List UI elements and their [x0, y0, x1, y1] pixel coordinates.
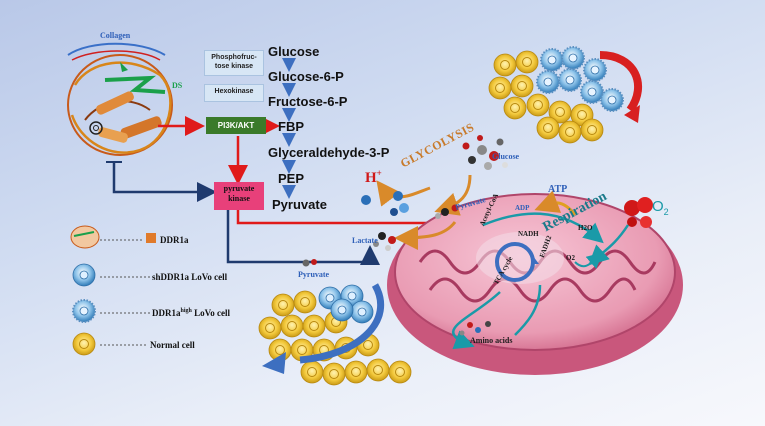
lactate-molecule-icon — [373, 232, 396, 251]
o2-small-label: O2 — [566, 254, 575, 262]
pyruvate-label-bottom: Pyruvate — [298, 270, 330, 279]
legend-normal-cell-label: Normal cell — [150, 340, 195, 350]
normal-cell-icon — [488, 76, 512, 100]
glucose-molecule-icon — [462, 135, 508, 170]
amino-acids-molecule-icon — [459, 321, 491, 336]
normal-cell-icon — [258, 316, 282, 340]
tumor-cell-icon — [536, 70, 560, 94]
pathway-step: Pyruvate — [272, 197, 327, 212]
legend-ddr1a-protein-icon — [70, 225, 156, 249]
tumor-cell-icon — [350, 300, 374, 324]
tumor-cell-icon — [540, 48, 564, 72]
legend-blue-cell-icon — [72, 263, 96, 287]
hexokinase-box: Hexokinase — [204, 84, 264, 102]
tumor-cell-icon — [583, 58, 607, 82]
glucose-label: Glucose — [492, 152, 520, 161]
legend-ddr1a-label: DDR1a — [160, 235, 189, 245]
tumor-cell-icon — [561, 46, 585, 70]
normal-cell-icon — [293, 290, 317, 314]
nadh-label: NADH — [518, 230, 539, 238]
collagen-label: Collagen — [100, 31, 131, 40]
adp-label: ADP — [515, 204, 530, 212]
normal-cell-icon — [580, 118, 604, 142]
arrow-pk-to-mitochondrion — [236, 208, 465, 233]
legend-spiky-cell-icon — [72, 299, 96, 323]
arrow-o2-to-mito — [588, 224, 630, 266]
normal-cell-icon — [280, 314, 304, 338]
o2-molecule-icon — [624, 197, 653, 228]
small-pyruvate-molecule-icon — [302, 259, 317, 267]
ddr1a-protein-structure — [67, 42, 173, 156]
normal-cell-icon — [526, 93, 550, 117]
phosphofructokinase-box: Phosphofruc-tose kinase — [204, 50, 264, 76]
arrow-pk-to-lactate — [226, 208, 380, 265]
arrow-cluster-curve — [599, 51, 643, 113]
normal-cell-icon — [558, 120, 582, 144]
tumor-cell-icon — [330, 298, 354, 322]
normal-cell-icon — [515, 50, 539, 74]
arrow-cluster-bottom-curve — [299, 283, 384, 364]
o2-label: O2 — [652, 198, 669, 217]
atp-label: ATP — [548, 184, 568, 195]
pyruvate-kinase-box: pyruvate kinase — [214, 182, 264, 210]
tumor-cell-icon — [580, 80, 604, 104]
tumor-cell-cluster-top — [488, 46, 624, 144]
pathway-step: Fructose-6-P — [268, 94, 348, 109]
legend-ddr1a-high-label: DDR1ahigh LoVo cell — [152, 308, 231, 318]
normal-cell-icon — [302, 314, 326, 338]
mitochondrion — [387, 190, 683, 375]
legend-normal-cell-icon — [72, 332, 96, 356]
normal-cell-icon — [322, 362, 346, 386]
pathway-step: Glyceraldehyde-3-P — [268, 145, 390, 160]
pyruvate-molecule-icon — [435, 204, 459, 219]
normal-cell-icon — [271, 293, 295, 317]
arrow-pyruvate-to-lactate — [394, 221, 457, 250]
pathway-step: PEP — [278, 171, 305, 186]
h2-water-molecules-icon — [361, 191, 409, 216]
legend-shddr1a-label: shDDR1a LoVo cell — [152, 272, 228, 282]
normal-cell-icon — [503, 96, 527, 120]
normal-cell-icon — [300, 360, 324, 384]
normal-cell-icon — [510, 74, 534, 98]
legend-dashes — [100, 239, 150, 346]
pathway-step: Glucose — [268, 44, 320, 59]
pathway-step: FBP — [278, 119, 304, 134]
tumor-cell-icon — [558, 68, 582, 92]
pathway-step: Glucose-6-P — [268, 69, 344, 84]
amino-acids-label: Amino acids — [470, 336, 513, 345]
normal-cell-icon — [536, 116, 560, 140]
ds-label: DS — [172, 81, 183, 90]
normal-cell-icon — [344, 360, 368, 384]
normal-cell-icon — [493, 53, 517, 77]
normal-cell-icon — [366, 358, 390, 382]
lactate-label: Lactate — [352, 236, 378, 245]
h2o-label: H2O — [578, 224, 593, 232]
hplus-label: H+ — [365, 168, 382, 186]
arrow-glycolysis-to-hplus — [376, 180, 431, 207]
normal-cell-icon — [388, 360, 412, 384]
arrow-protein-to-pyruvate-kinase — [112, 162, 217, 202]
tumor-cell-icon — [600, 88, 624, 112]
pi3k-akt-box: PI3K/AKT — [206, 117, 266, 134]
